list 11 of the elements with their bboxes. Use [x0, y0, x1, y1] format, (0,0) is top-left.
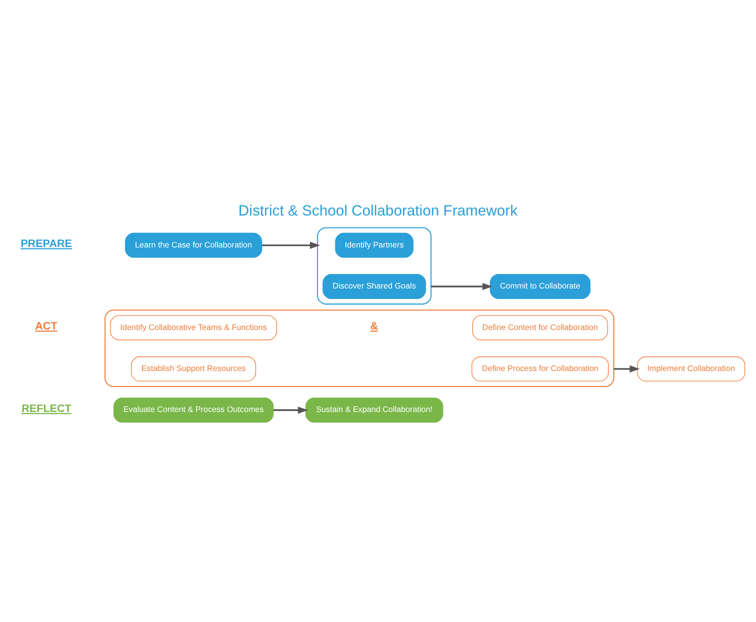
diagram-title: District & School Collaboration Framework — [238, 202, 518, 219]
arrow — [614, 364, 640, 372]
cluster — [104, 309, 614, 386]
label: ACT — [35, 320, 58, 332]
label: REFLECT — [22, 402, 72, 415]
label: PREPARE — [20, 238, 72, 250]
arrow — [262, 241, 320, 248]
label: & — [370, 320, 378, 332]
arrow — [273, 406, 308, 414]
cluster — [317, 226, 432, 304]
arrow — [431, 282, 493, 290]
